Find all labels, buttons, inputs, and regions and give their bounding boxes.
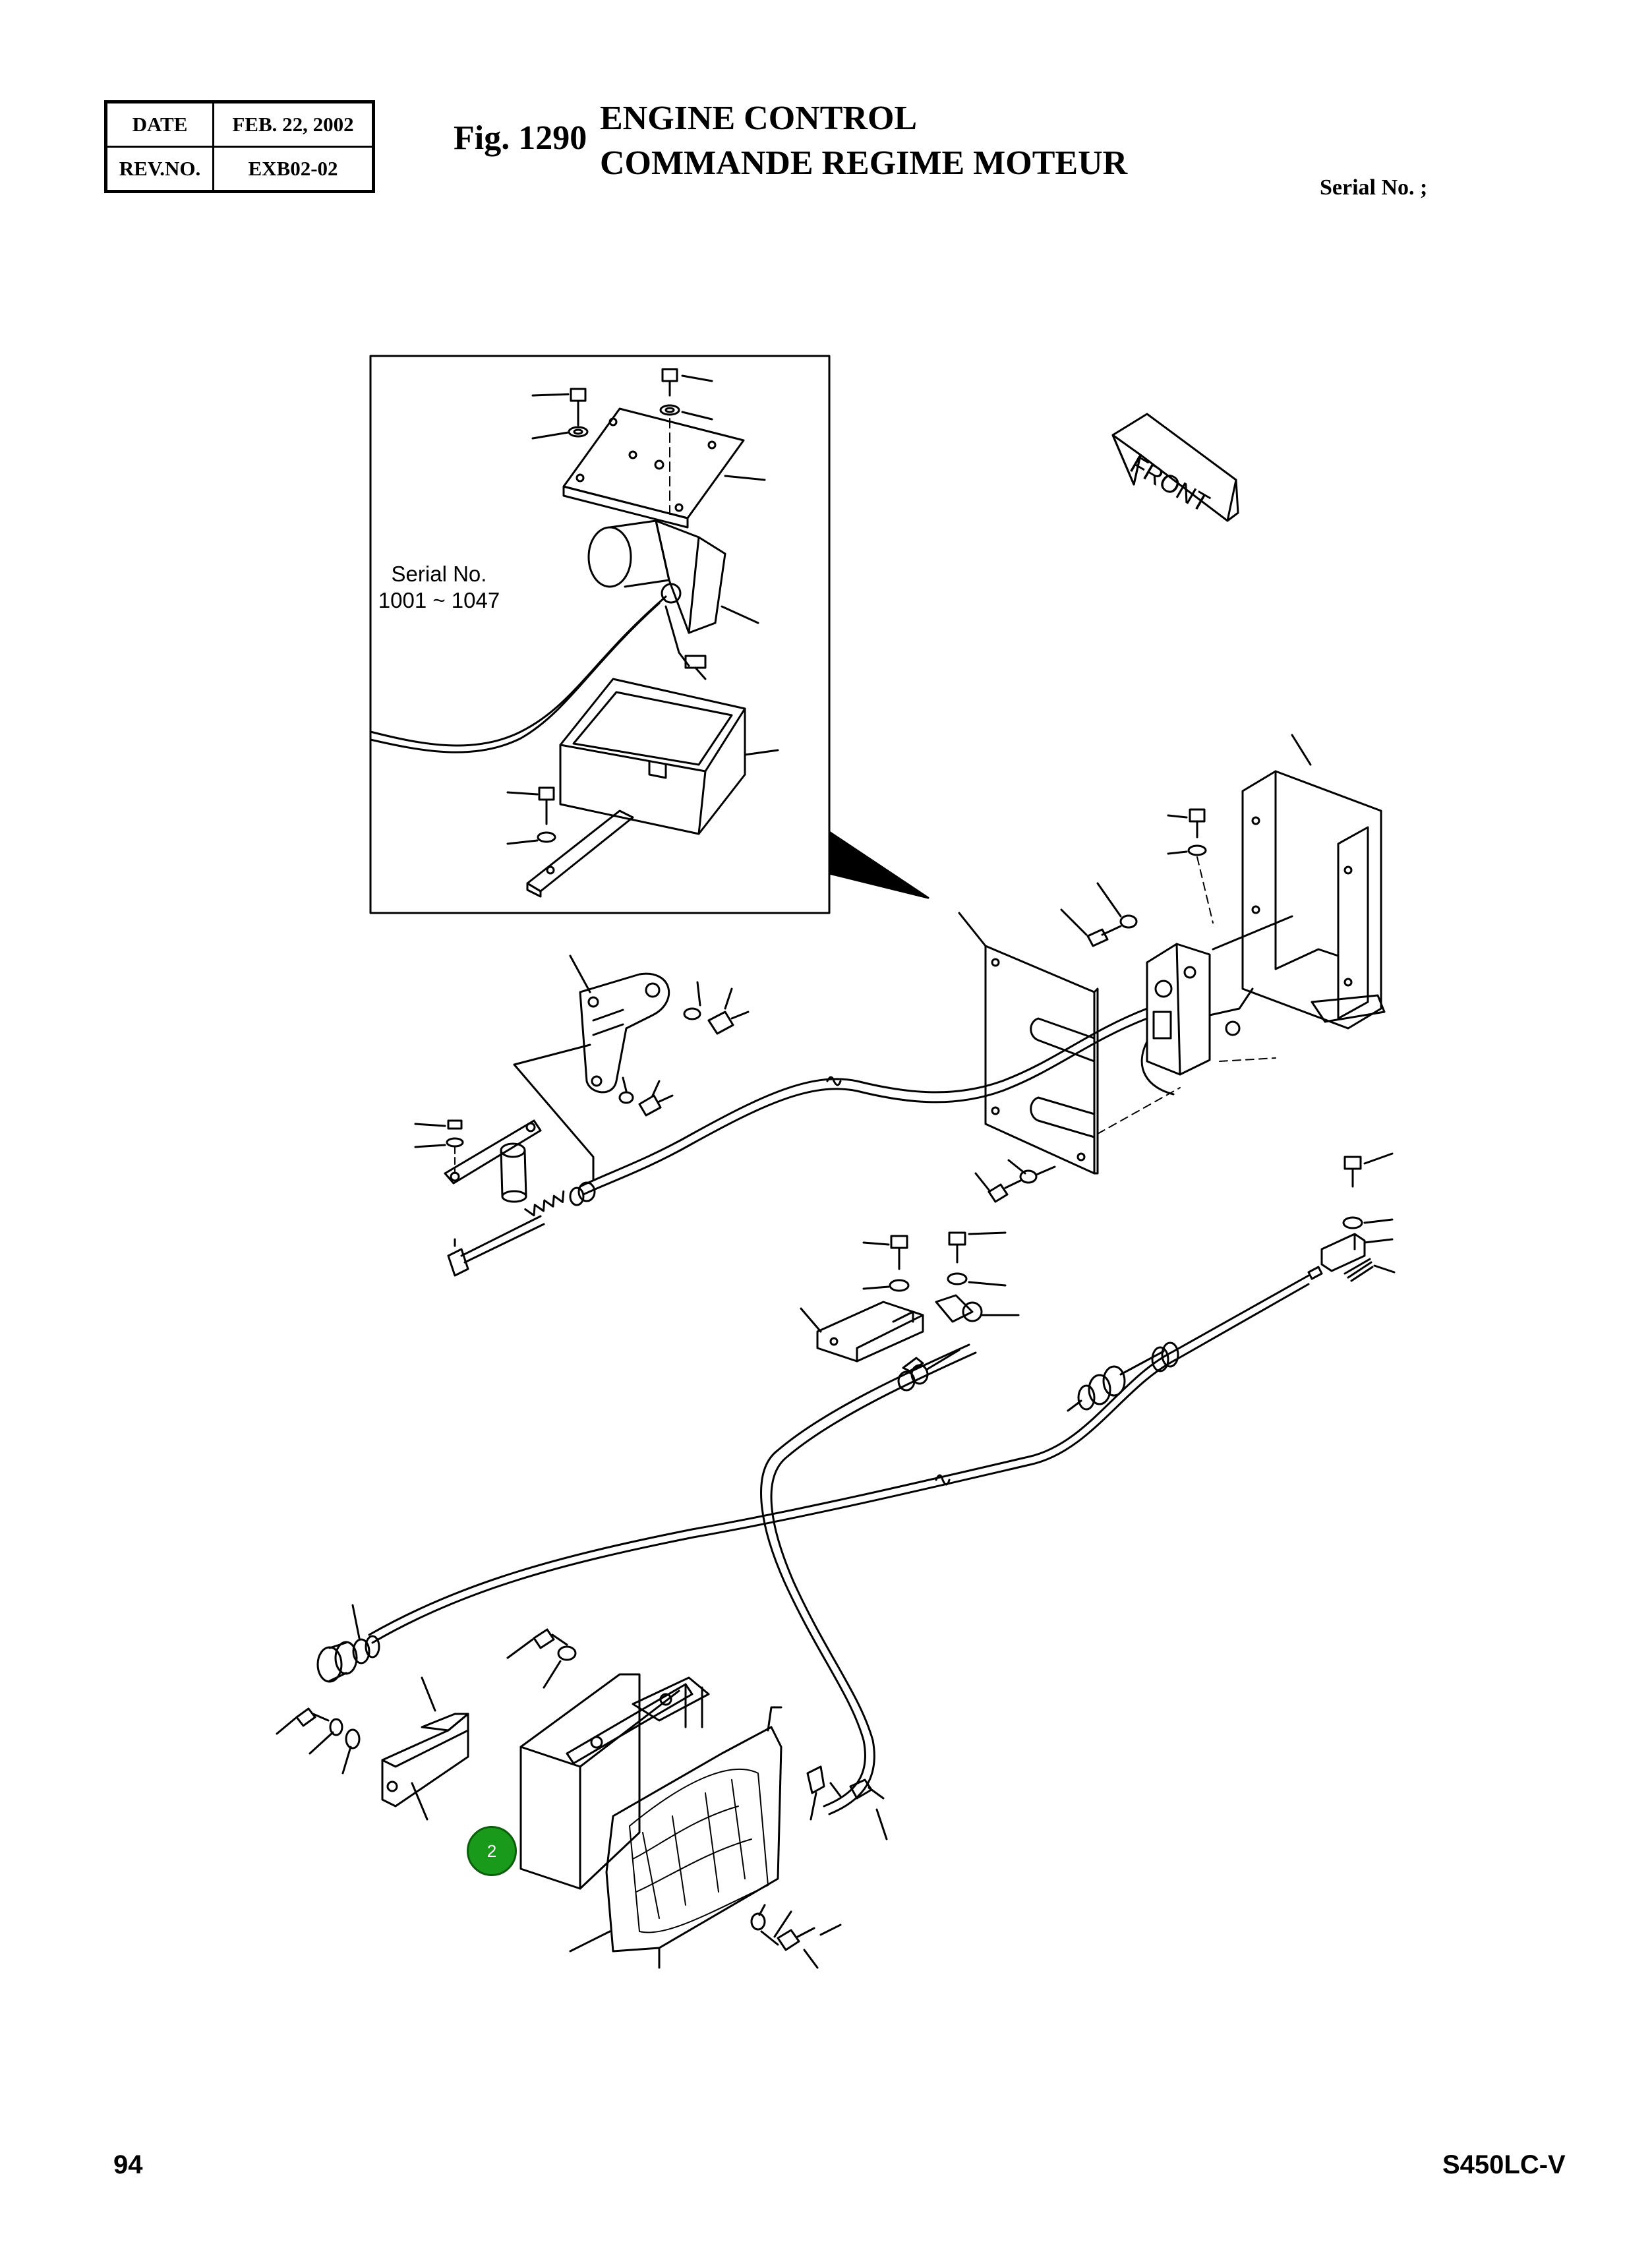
cable-center	[760, 1343, 970, 1808]
throttle-lever	[414, 1119, 542, 1203]
cable-bracket-left	[276, 1676, 469, 1821]
date-label: DATE	[105, 101, 214, 148]
actuator-assembly	[1140, 915, 1293, 1096]
revision-table: DATE FEB. 22, 2002 REV.NO. EXB02-02	[104, 100, 375, 193]
inset-bolts	[531, 368, 713, 515]
inset-serial-range: 1001 ~ 1047	[378, 588, 500, 612]
throttle-cable-lower	[368, 1274, 1310, 1636]
rev-value: EXB02-02	[212, 146, 374, 192]
cable-adjuster	[1067, 1341, 1179, 1412]
actuator-bolts	[1060, 808, 1214, 947]
rev-label: REV.NO.	[105, 146, 214, 192]
plate-bolt	[974, 1159, 1056, 1203]
inset-actuator	[587, 519, 759, 680]
cable-end-fitting	[447, 1181, 596, 1277]
figure-title-english: ENGINE CONTROL	[600, 100, 918, 137]
model-number: S450LC-V	[1442, 2150, 1566, 2179]
inset-top-plate	[562, 407, 766, 529]
mounting-plate	[958, 912, 1181, 1175]
center-bracket	[800, 1231, 1020, 1363]
inset-bracket	[506, 786, 634, 898]
inset-box	[559, 678, 779, 835]
lever-bracket	[513, 955, 750, 1181]
controller-unit	[569, 1706, 842, 1969]
page-number: 94	[113, 2150, 143, 2179]
front-arrow	[1111, 413, 1239, 522]
cable-clamp	[806, 1765, 888, 1840]
figure-title-french: COMMANDE REGIME MOTEUR	[600, 144, 1128, 182]
inset-cable	[369, 595, 667, 747]
figure-number: Fig. 1290	[454, 119, 587, 157]
clevis-assembly	[1307, 1152, 1396, 1282]
controller-bracket	[506, 1628, 710, 1890]
throttle-cable-upper	[579, 1007, 1148, 1188]
inset-pointer	[828, 831, 929, 899]
cable-knob	[316, 1604, 380, 1683]
part-callout-2[interactable]: 2	[467, 1826, 517, 1876]
mounting-bracket-upright	[1241, 734, 1386, 1030]
serial-number-label: Serial No. ;	[1320, 175, 1428, 200]
inset-serial-label: Serial No.	[391, 562, 487, 586]
cable-center-end	[897, 1349, 960, 1392]
inset-frame	[369, 355, 831, 914]
date-value: FEB. 22, 2002	[212, 101, 374, 148]
